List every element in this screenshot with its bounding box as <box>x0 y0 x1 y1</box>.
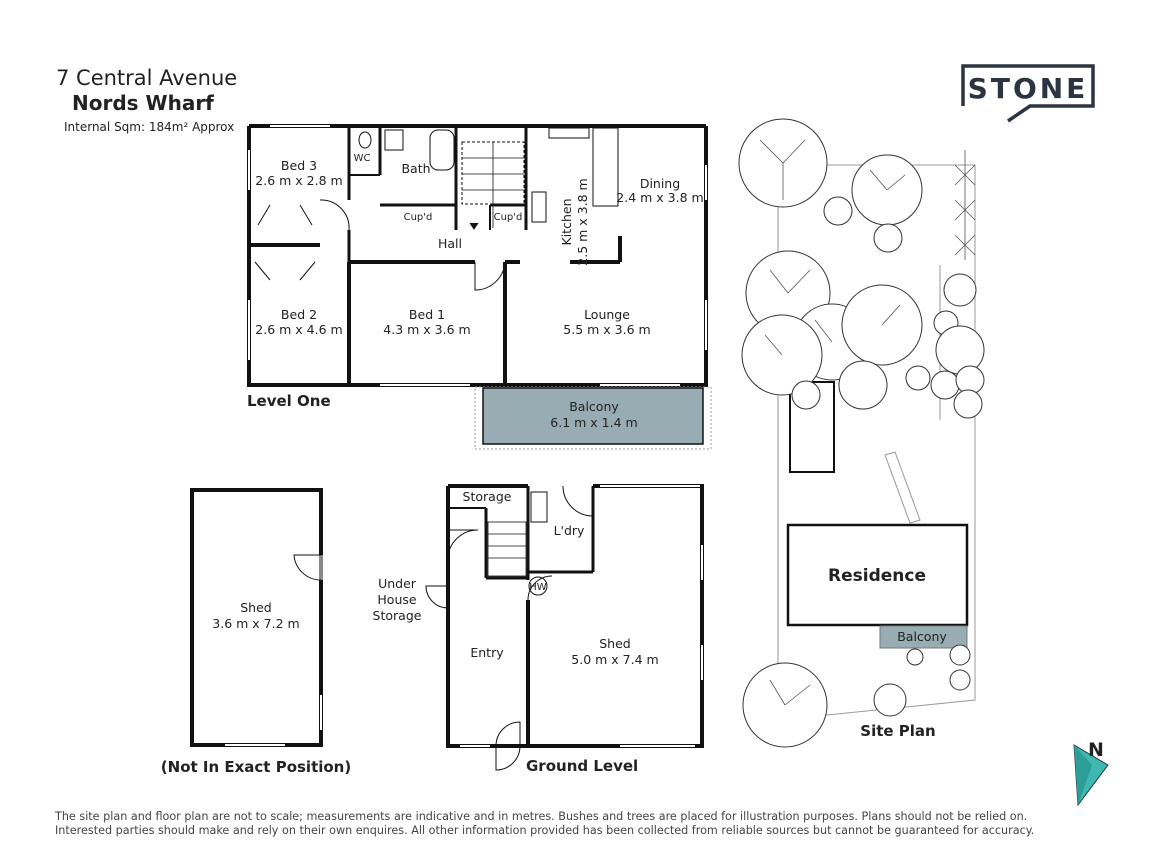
logo-text: STONE <box>968 72 1089 105</box>
cupd-1-label: Cup'd <box>404 212 433 223</box>
bed3-dims: 2.6 m x 2.8 m <box>255 173 342 188</box>
north-label: N <box>1088 739 1104 761</box>
bed2-dims: 2.6 m x 4.6 m <box>255 322 342 337</box>
bed2-label: Bed 2 <box>281 307 317 322</box>
site-plan-title: Site Plan <box>860 722 935 740</box>
shed-dims: 5.0 m x 7.4 m <box>571 652 658 667</box>
under-house-label-3: Storage <box>373 608 422 623</box>
detached-shed-dims: 3.6 m x 7.2 m <box>212 616 299 631</box>
dining-dims: 2.4 m x 3.8 m <box>616 190 703 205</box>
level-one-plan <box>247 124 708 387</box>
ground-level-plan <box>425 484 704 771</box>
laundry-label: L'dry <box>554 523 585 538</box>
entry-label: Entry <box>470 645 504 660</box>
hw-label: HW <box>529 582 547 593</box>
bed1-dims: 4.3 m x 3.6 m <box>383 322 470 337</box>
stone-logo: STONE <box>961 64 1095 123</box>
site-plan <box>738 118 985 748</box>
balcony-label: Balcony <box>569 399 619 414</box>
address-suburb: Nords Wharf <box>72 91 214 115</box>
bed3-label: Bed 3 <box>281 158 317 173</box>
under-house-label-1: Under <box>378 576 417 591</box>
cupd-2-label: Cup'd <box>494 212 523 223</box>
address-line-1: 7 Central Avenue <box>56 66 238 90</box>
detached-shed-label: Shed <box>240 600 271 615</box>
disclaimer-line-2: Interested parties should make and rely … <box>55 824 1035 837</box>
kitchen-dims: 2.5 m x 3.8 m <box>575 178 590 265</box>
storage-label: Storage <box>463 489 512 504</box>
hall-label: Hall <box>438 236 462 251</box>
disclaimer-line-1: The site plan and floor plan are not to … <box>55 810 1028 823</box>
bath-label: Bath <box>401 161 430 176</box>
dining-label: Dining <box>640 176 680 191</box>
north-arrow-icon: N <box>1073 739 1109 807</box>
under-house-label-2: House <box>377 592 416 607</box>
bed1-label: Bed 1 <box>409 307 445 322</box>
disclaimer: The site plan and floor plan are not to … <box>55 810 1055 838</box>
lounge-dims: 5.5 m x 3.6 m <box>563 322 650 337</box>
internal-sqm: Internal Sqm: 184m² Approx <box>64 120 235 134</box>
ground-level-title: Ground Level <box>526 757 638 775</box>
not-exact-note: (Not In Exact Position) <box>161 758 351 776</box>
wc-label: WC <box>354 153 371 164</box>
balcony-area <box>482 387 704 445</box>
level-one-title: Level One <box>247 392 331 410</box>
balcony-dims: 6.1 m x 1.4 m <box>550 415 637 430</box>
lounge-label: Lounge <box>584 307 630 322</box>
detached-shed-plan <box>190 488 323 747</box>
shed-label: Shed <box>599 636 630 651</box>
kitchen-label: Kitchen <box>559 199 574 246</box>
residence-label: Residence <box>828 566 926 586</box>
site-balcony-label: Balcony <box>897 629 947 644</box>
